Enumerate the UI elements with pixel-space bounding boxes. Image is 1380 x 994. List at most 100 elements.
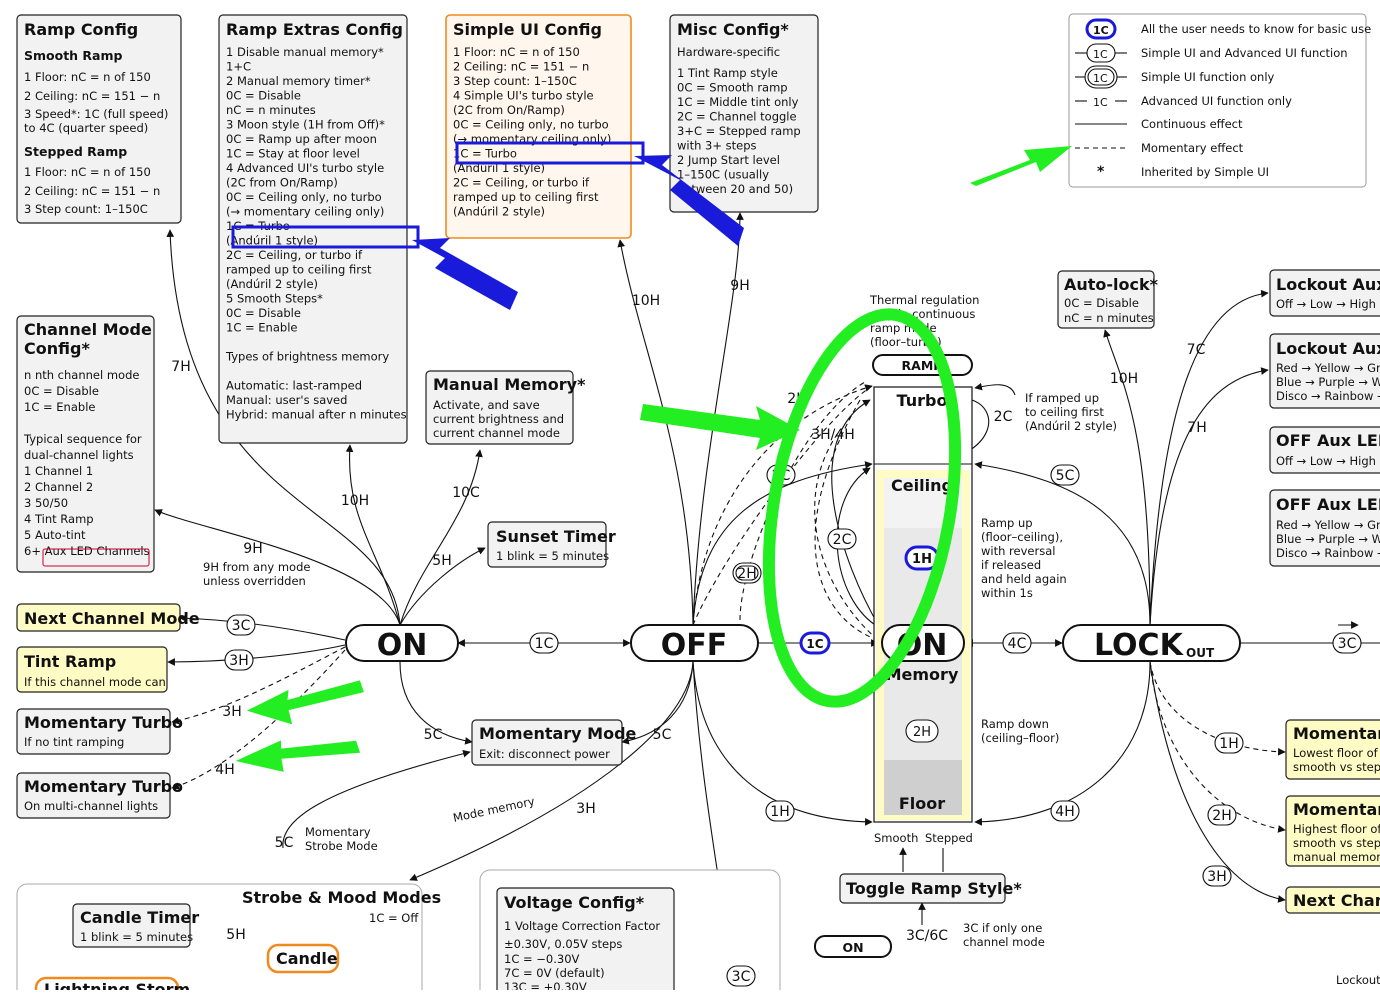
- misc-config-line-3: 1C = Middle tint only: [677, 95, 799, 109]
- channel-mode-box: Channel Mode Config* n nth channel mode …: [16, 315, 155, 573]
- misc-config-box: Misc Config* Hardware-specific 1 Tint Ra…: [669, 14, 819, 213]
- voltage-section: Voltage Config* 1 Voltage Correction Fac…: [479, 869, 781, 994]
- ramp-up-note-line-2: (floor–ceiling),: [981, 530, 1063, 544]
- toggle-ramp-title: Toggle Ramp Style*: [846, 879, 1022, 898]
- edge-pill-l3h: [224, 649, 254, 671]
- lockout-aux-sub-2b: Blue → Purple → Wh: [1276, 375, 1380, 389]
- simple-ui-line-11: ramped up to ceiling first: [453, 190, 599, 204]
- small-on-state: ON: [842, 940, 863, 955]
- manual-memory-box: Manual Memory* Activate, and save curren…: [425, 370, 586, 445]
- lockout-aux-sub-2c: Disco → Rainbow →: [1276, 389, 1380, 403]
- blue-arrow-1: [412, 238, 518, 310]
- ramp-extras-lines: 1 Disable manual memory* 1+C2 Manual mem…: [225, 45, 407, 422]
- ramp-extras-line-8: 1C = Stay at floor level: [226, 147, 360, 161]
- lockout-aux-title-2: Lockout Aux L: [1276, 339, 1380, 358]
- ramp-extras-line-16: ramped up to ceiling first: [226, 263, 372, 277]
- edge-label-l5c-11: 5C: [424, 727, 443, 743]
- right-momentary-sub-2c: manual memory: [1293, 850, 1380, 864]
- edge-label-l4h_b-24: 4H: [1055, 804, 1074, 820]
- misc-config-lines: 1 Tint Ramp style 0C = Smooth ramp 1C = …: [677, 66, 801, 196]
- ramp-extras-line-14: (Andúril 1 style): [226, 234, 318, 248]
- next-channel-mode-title: Next Channel Mode: [24, 609, 200, 628]
- right-mode-boxes: Momentary Lowest floor of smooth vs step…: [1285, 719, 1380, 987]
- legend-pill-label: 1C: [1093, 24, 1109, 37]
- ramp-down-note-line-1: Ramp down: [981, 717, 1049, 731]
- stepped-ramp-title: Stepped Ramp: [24, 144, 127, 159]
- off-aux-title-1: OFF Aux LED: [1276, 431, 1380, 450]
- ramp-extras-line-5: nC = n minutes: [226, 103, 316, 117]
- voltage-line-2: ±0.30V, 0.05V steps: [504, 937, 622, 951]
- stepped-line-2: 2 Ceiling: nC = 151 − n: [24, 184, 160, 198]
- channel-mode-line-10: 4 Tint Ramp: [24, 512, 94, 526]
- ramp-extras-line-18: 5 Smooth Steps*: [226, 292, 323, 306]
- candle-timer-sub: 1 blink = 5 minutes: [80, 930, 193, 944]
- ramp-extras-line-17: (Andúril 2 style): [226, 277, 318, 291]
- ramp-extras-line-6: 3 Moon style (1H from Off)*: [226, 118, 385, 132]
- edge-label-l4h-10: 4H: [215, 762, 234, 778]
- strobe-section: Strobe & Mood Modes 1C = Off Candle Time…: [16, 794, 536, 994]
- edge-label-l3c_b-26: 3C: [732, 969, 751, 985]
- ramp-config-box: Ramp Config Smooth Ramp 1 Floor: nC = n …: [16, 14, 182, 224]
- edge-pill-l1h_b: [765, 800, 795, 822]
- channel-mode-lines: n nth channel mode 0C = Disable 1C = Ena…: [23, 368, 150, 558]
- simple-ui-line-4: 4 Simple UI's turbo style: [453, 89, 594, 103]
- right-momentary-sub-2b: smooth vs stepp: [1293, 836, 1380, 850]
- nine-h-note-2: unless overridden: [203, 574, 306, 588]
- misc-config-line-4: 2C = Channel toggle: [677, 110, 797, 124]
- highlight-box-blue: [231, 225, 420, 249]
- off-state: OFF: [661, 628, 728, 663]
- momentary-strobe-label-1: Momentary: [305, 825, 371, 839]
- edge-label-l2c_b-18: 2C: [833, 532, 852, 548]
- lockout-footer: Lockout: [1336, 973, 1380, 987]
- off-aux-sub-2a: Red → Yellow → Gre: [1276, 518, 1380, 532]
- momentary-mode-title: Momentary Mode: [479, 724, 637, 743]
- ramp-down-note-line-2: (ceiling–floor): [981, 731, 1059, 745]
- legend-pill-label-3: 1C: [1093, 72, 1108, 85]
- edge-label-l10h_a-1: 10H: [341, 493, 369, 509]
- smooth-ramp-title: Smooth Ramp: [24, 48, 123, 63]
- misc-config-line-9: between 20 and 50): [677, 182, 793, 196]
- edge-label-l1c_b-14: 1C: [806, 637, 823, 651]
- right-next-channel-title: Next Chann: [1293, 891, 1380, 910]
- edge-pill-l4h_b: [1050, 800, 1080, 822]
- voltage-line-3: 1C = −0.30V: [504, 952, 580, 966]
- legend-pill-both: [1086, 43, 1116, 63]
- legend-pill-simple-inner: [1087, 68, 1115, 86]
- ramp-up-note-line-5: and held again: [981, 572, 1067, 586]
- auto-lock-title: Auto-lock*: [1064, 275, 1159, 294]
- nine-h-note-1: 9H from any mode: [203, 560, 310, 574]
- ramp-down-note: Ramp down(ceiling–floor): [981, 717, 1059, 745]
- ramp-up-note-line-1: Ramp up: [981, 516, 1033, 530]
- green-arrow-3h: [246, 680, 364, 725]
- stepped-label: Stepped: [925, 831, 973, 845]
- turbo-label: Turbo: [897, 391, 948, 410]
- toggle-cmd-label: 3C/6C: [906, 928, 948, 944]
- ramped-up-note-line-1: If ramped up: [1025, 391, 1099, 405]
- lockout-state-sub: OUT: [1186, 646, 1215, 660]
- channel-mode-line-9: 3 50/50: [24, 496, 68, 510]
- sunset-timer-sub: 1 blink = 5 minutes: [496, 549, 609, 563]
- edge-label-l5c_c-22: 5C: [1056, 468, 1075, 484]
- legend-pill-label-2: 1C: [1093, 48, 1108, 61]
- ramp-extras-title: Ramp Extras Config: [226, 20, 403, 39]
- ramped-up-note-line-3: (Andúril 2 style): [1025, 419, 1117, 433]
- lockout-aux-sub-1: Off → Low → High →: [1276, 297, 1380, 311]
- off-aux-sub-1: Off → Low → High →: [1276, 454, 1380, 468]
- channel-mode-line-3: 1C = Enable: [24, 400, 95, 414]
- edge-label-l3c-7: 3C: [232, 618, 251, 634]
- ramp-extras-line-25: Manual: user's saved: [226, 393, 347, 407]
- ramp-extras-line-2: 1+C: [226, 60, 251, 74]
- misc-config-line-1: 1 Tint Ramp style: [677, 66, 778, 80]
- ramp-extras-line-1: 1 Disable manual memory*: [226, 45, 384, 59]
- floor-label: Floor: [899, 794, 945, 813]
- edge-pill-l5c_c: [1050, 464, 1080, 486]
- edge-label-l3h_d-32: 3H: [1207, 869, 1226, 885]
- ramp-up-note-line-6: within 1s: [981, 586, 1033, 600]
- channel-mode-line-8: 2 Channel 2: [24, 480, 93, 494]
- legend-item-both: Simple UI and Advanced UI function: [1141, 46, 1348, 60]
- edge-pill-l1h_c: [1214, 732, 1244, 754]
- edge-label-l7h_b-29: 7H: [1187, 420, 1206, 436]
- main-states: ON OFF LOCK OUT: [345, 624, 1241, 663]
- right-momentary-title-2: Momentary: [1293, 800, 1380, 819]
